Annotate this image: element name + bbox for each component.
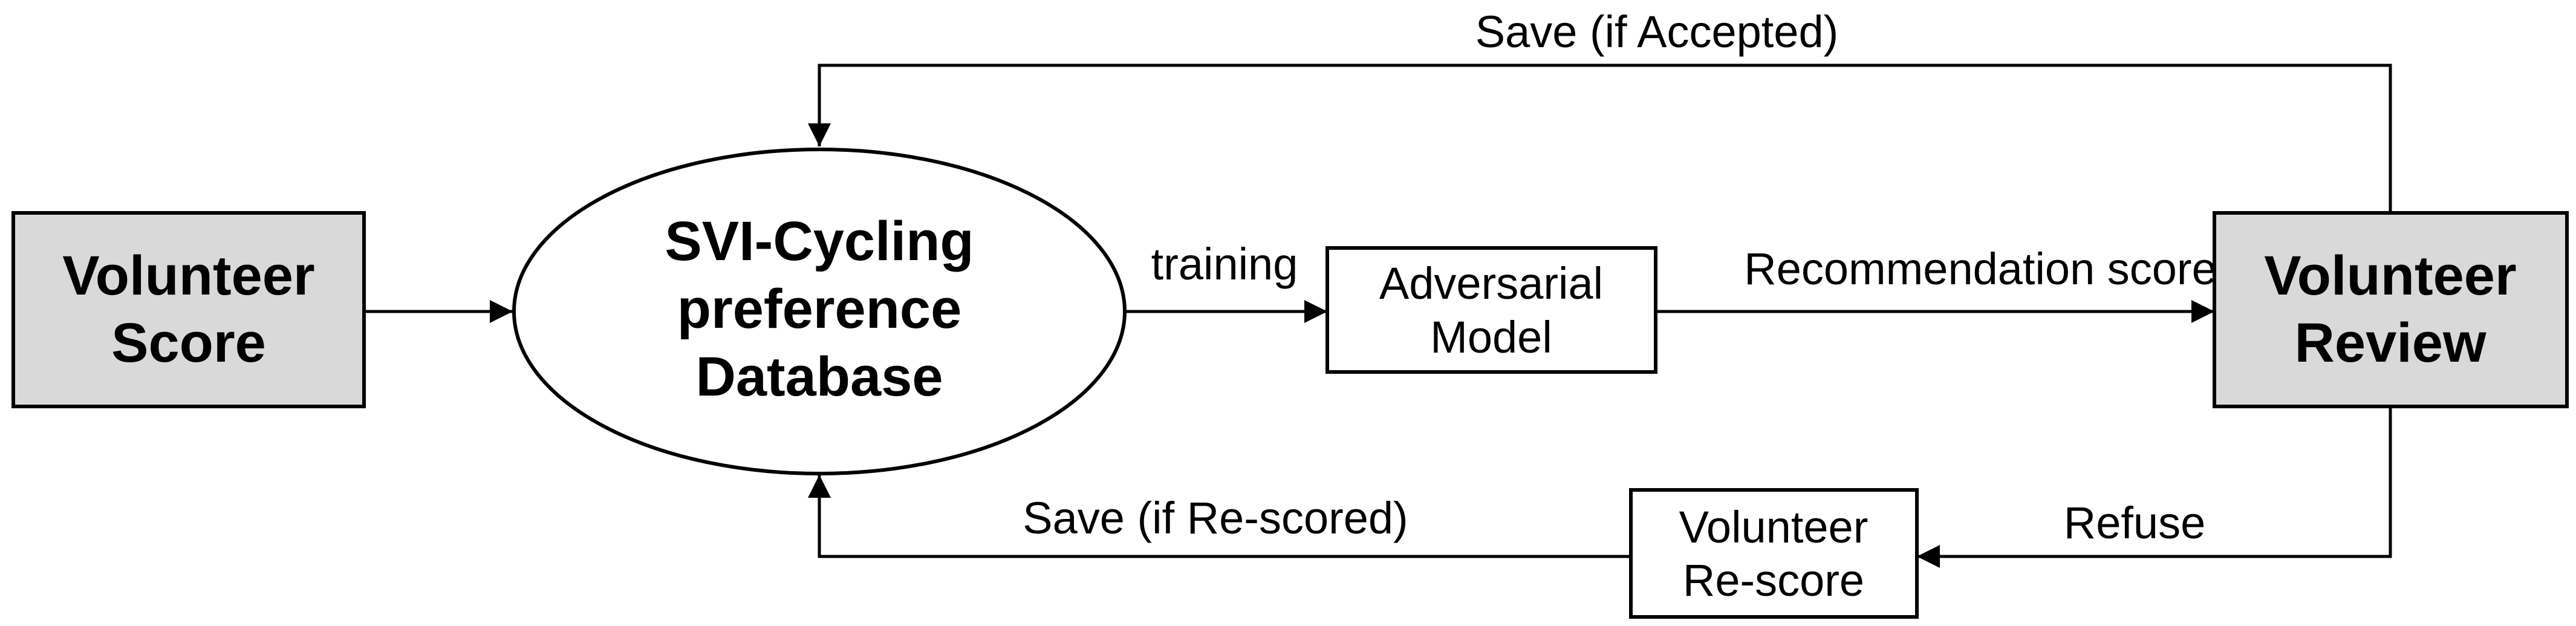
- volunteer-rescore-line1: Volunteer: [1679, 502, 1869, 552]
- edge-label-training: training: [1151, 239, 1298, 289]
- database-line2: preference: [677, 278, 961, 340]
- edge-label-refuse: Refuse: [2064, 498, 2205, 548]
- adversarial-model-box: [1325, 246, 1657, 374]
- node-volunteer-score: Volunteer Score: [11, 211, 366, 408]
- volunteer-rescore-line2: Re-score: [1683, 555, 1864, 605]
- edge-label-save-if-accepted: Save (if Accepted): [1475, 7, 1839, 57]
- database-line3: Database: [695, 346, 943, 408]
- edge-label-save-if-rescored: Save (if Re-scored): [1023, 493, 1408, 543]
- volunteer-review-line2: Review: [2294, 312, 2486, 374]
- arrow-review-to-database-accepted: [808, 64, 2392, 212]
- node-database: SVI-Cycling preference Database: [512, 148, 1127, 475]
- adversarial-model-line1: Adversarial: [1379, 258, 1603, 308]
- volunteer-review-box: [2213, 211, 2569, 408]
- node-adversarial-model: Adversarial Model: [1325, 246, 1657, 374]
- node-volunteer-rescore: Volunteer Re-score: [1629, 488, 1919, 619]
- arrow-review-to-rescore: [1917, 406, 2392, 568]
- arrow-rescore-to-database: [808, 475, 1631, 558]
- volunteer-rescore-box: [1629, 488, 1919, 619]
- volunteer-score-line1: Volunteer: [62, 245, 314, 307]
- node-volunteer-review: Volunteer Review: [2213, 211, 2569, 408]
- volunteer-review-line1: Volunteer: [2264, 245, 2516, 307]
- volunteer-score-line2: Score: [111, 312, 266, 374]
- volunteer-score-box: [11, 211, 366, 408]
- adversarial-model-line2: Model: [1430, 312, 1552, 362]
- database-line1: SVI-Cycling: [665, 210, 974, 272]
- database-ellipse: [512, 148, 1127, 475]
- edge-label-recommendation-score: Recommendation score: [1744, 244, 2216, 294]
